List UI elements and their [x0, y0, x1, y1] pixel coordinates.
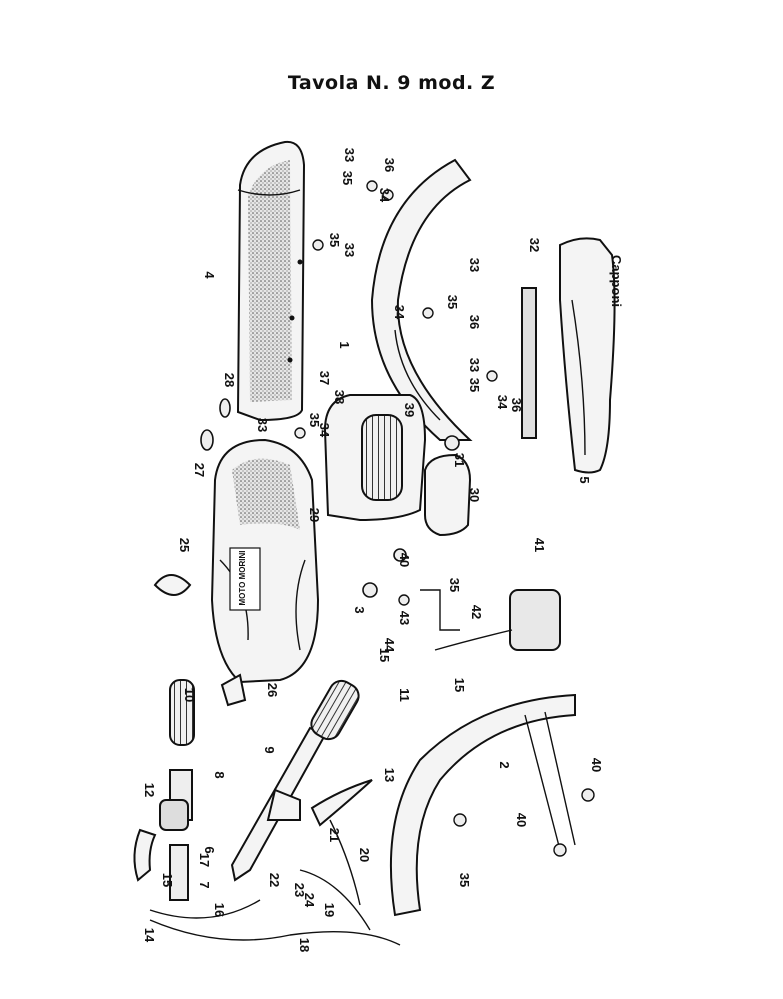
part-label-31: 31	[452, 453, 467, 467]
page-title: Tavola N. 9 mod. Z	[287, 72, 496, 94]
part-label-4: 4	[202, 271, 217, 279]
part-label-8: 8	[212, 771, 227, 778]
part-label-36: 36	[382, 158, 397, 172]
part-label-9: 9	[262, 746, 277, 753]
part-label-33: 33	[255, 418, 270, 432]
part-label-37: 37	[317, 371, 332, 385]
chain-guard-part	[559, 237, 616, 474]
part-label-23: 23	[292, 883, 307, 897]
part-label-35: 35	[307, 413, 322, 427]
part-label-28: 28	[222, 373, 237, 387]
part-label-35: 35	[467, 378, 482, 392]
part-label-42: 42	[469, 605, 484, 619]
part-label-34: 34	[317, 423, 332, 438]
part-label-2: 2	[497, 761, 512, 768]
part-label-20: 20	[357, 848, 372, 862]
part-label-1: 1	[337, 341, 352, 348]
part-label-44: 44	[382, 638, 397, 653]
part-label-15: 15	[377, 648, 392, 662]
part-label-40: 40	[397, 553, 412, 567]
cables	[149, 819, 401, 946]
part-label-33: 33	[467, 258, 482, 272]
part-label-15: 15	[452, 678, 467, 692]
tool-cover-part	[424, 453, 472, 537]
part-label-25: 25	[177, 538, 192, 552]
part-label-35: 35	[340, 171, 355, 185]
part-label-38: 38	[332, 390, 347, 404]
part-label-24: 24	[302, 893, 317, 908]
part-label-18: 18	[297, 938, 312, 952]
part-label-13: 13	[382, 768, 397, 782]
part-label-34: 34	[392, 305, 407, 320]
fuel-tank-part: MOTO MORINI	[210, 438, 320, 684]
part-label-43: 43	[397, 611, 412, 625]
part-label-34: 34	[495, 395, 510, 410]
part-label-6: 6	[202, 846, 217, 853]
part-label-36: 36	[467, 315, 482, 329]
carburettor-part	[434, 589, 561, 651]
part-label-32: 32	[527, 238, 542, 252]
lever-part	[310, 779, 373, 827]
part-label-21: 21	[327, 828, 342, 842]
part-label-22: 22	[267, 873, 282, 887]
part-label-33: 33	[467, 358, 482, 372]
part-label-3: 3	[352, 606, 367, 613]
grip-parts	[169, 679, 360, 746]
part-label-29: 29	[307, 508, 322, 522]
part-label-33: 33	[342, 148, 357, 162]
part-label-27: 27	[192, 463, 207, 477]
part-label-35: 35	[445, 295, 460, 309]
small-fittings	[153, 180, 595, 857]
part-label-30: 30	[467, 488, 482, 502]
part-label-35: 35	[447, 578, 462, 592]
part-label-5: 5	[577, 476, 592, 483]
part-label-10: 10	[182, 688, 197, 702]
part-label-17: 17	[197, 853, 212, 867]
badge-text: MOTO MORINI	[238, 551, 247, 606]
part-label-40: 40	[514, 813, 529, 827]
part-label-34: 34	[377, 188, 392, 203]
control-parts	[133, 769, 193, 901]
part-label-14: 14	[142, 928, 157, 943]
seat-part	[236, 140, 306, 422]
handlebar-part	[230, 726, 327, 882]
front-mudguard-part	[389, 693, 576, 917]
part-label-12: 12	[142, 783, 157, 797]
part-label-41: 41	[532, 538, 547, 552]
part-label-15: 15	[160, 873, 175, 887]
part-label-7: 7	[197, 881, 212, 888]
rod-part	[521, 287, 537, 439]
signature-text: Capponi	[609, 255, 624, 307]
part-label-35: 35	[327, 233, 342, 247]
part-label-11: 11	[397, 688, 412, 702]
part-label-16: 16	[212, 903, 227, 917]
side-panel-part	[323, 394, 427, 522]
part-label-35: 35	[457, 873, 472, 887]
part-label-33: 33	[342, 243, 357, 257]
part-label-40: 40	[589, 758, 604, 772]
part-label-19: 19	[322, 903, 337, 917]
part-label-39: 39	[402, 403, 417, 417]
part-label-36: 36	[509, 398, 524, 412]
part-label-26: 26	[265, 683, 280, 697]
